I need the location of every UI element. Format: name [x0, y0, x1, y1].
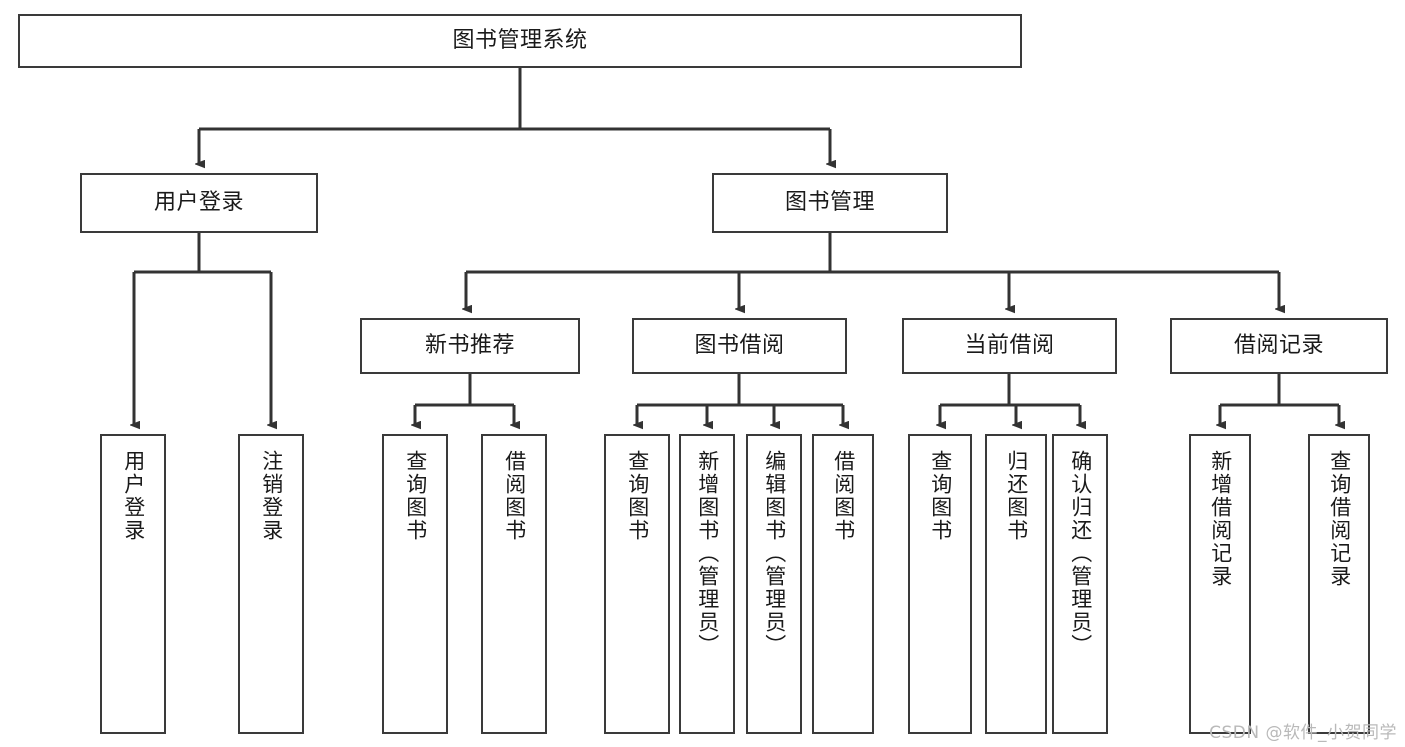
node-new-book-rec-label: 新书推荐 — [424, 332, 515, 358]
node-leaf-borrow-book-1[interactable]: 借阅图书 — [481, 434, 547, 734]
node-leaf-borrow-book-2-label: 借阅图书 — [831, 450, 856, 542]
node-leaf-edit-book-label: 编辑图书（管理员） — [762, 450, 787, 657]
node-leaf-edit-book[interactable]: 编辑图书（管理员） — [746, 434, 802, 734]
node-book-manage[interactable]: 图书管理 — [712, 173, 948, 233]
node-user-login[interactable]: 用户登录 — [80, 173, 318, 233]
node-book-manage-label: 图书管理 — [784, 189, 875, 215]
node-root[interactable]: 图书管理系统 — [18, 14, 1022, 68]
csdn-watermark: CSDN @软件_小贺同学 — [1209, 723, 1397, 743]
node-leaf-confirm-return-label: 确认归还（管理员） — [1068, 450, 1093, 657]
node-leaf-add-record[interactable]: 新增借阅记录 — [1189, 434, 1251, 734]
node-leaf-return-book-label: 归还图书 — [1004, 450, 1029, 542]
node-leaf-query-book-1-label: 查询图书 — [403, 450, 428, 542]
node-leaf-query-record[interactable]: 查询借阅记录 — [1308, 434, 1370, 734]
node-leaf-query-book-2[interactable]: 查询图书 — [604, 434, 670, 734]
node-current-borrow-label: 当前借阅 — [964, 332, 1055, 358]
node-leaf-borrow-book-2[interactable]: 借阅图书 — [812, 434, 874, 734]
node-leaf-query-record-label: 查询借阅记录 — [1327, 450, 1352, 588]
node-borrow-record[interactable]: 借阅记录 — [1170, 318, 1388, 374]
node-leaf-logout-label: 注销登录 — [259, 450, 284, 542]
node-current-borrow[interactable]: 当前借阅 — [902, 318, 1117, 374]
node-leaf-add-book[interactable]: 新增图书（管理员） — [679, 434, 735, 734]
node-leaf-query-book-2-label: 查询图书 — [625, 450, 650, 542]
node-root-label: 图书管理系统 — [452, 27, 588, 53]
node-book-borrow-label: 图书借阅 — [694, 332, 785, 358]
node-leaf-query-book-3[interactable]: 查询图书 — [908, 434, 972, 734]
node-leaf-user-login-label: 用户登录 — [121, 450, 146, 542]
node-leaf-add-book-label: 新增图书（管理员） — [695, 450, 720, 657]
node-leaf-confirm-return[interactable]: 确认归还（管理员） — [1052, 434, 1108, 734]
node-book-borrow[interactable]: 图书借阅 — [632, 318, 847, 374]
node-leaf-query-book-3-label: 查询图书 — [928, 450, 953, 542]
node-new-book-rec[interactable]: 新书推荐 — [360, 318, 580, 374]
node-leaf-logout[interactable]: 注销登录 — [238, 434, 304, 734]
node-user-login-label: 用户登录 — [153, 189, 244, 215]
node-leaf-add-record-label: 新增借阅记录 — [1208, 450, 1233, 588]
node-leaf-return-book[interactable]: 归还图书 — [985, 434, 1047, 734]
node-borrow-record-label: 借阅记录 — [1233, 332, 1324, 358]
node-leaf-borrow-book-1-label: 借阅图书 — [502, 450, 527, 542]
node-leaf-query-book-1[interactable]: 查询图书 — [382, 434, 448, 734]
node-leaf-user-login[interactable]: 用户登录 — [100, 434, 166, 734]
